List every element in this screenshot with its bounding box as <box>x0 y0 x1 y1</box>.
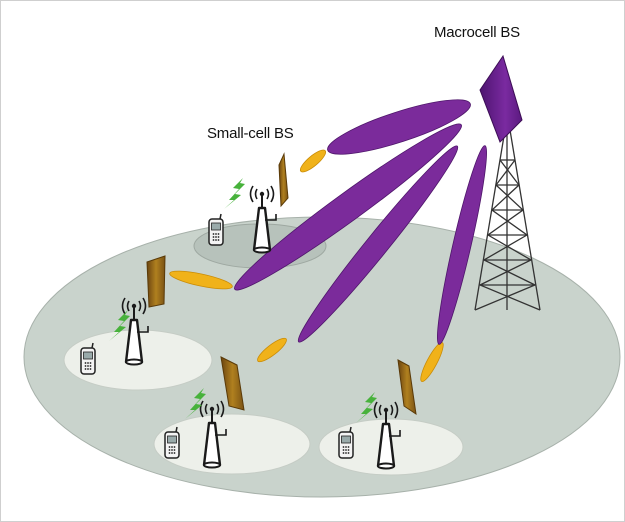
small-cell-beams <box>169 149 444 382</box>
small-cell-station <box>208 152 289 254</box>
mobile-phone-icon <box>80 342 96 375</box>
mobile-phone-icon <box>164 426 180 459</box>
mobile-phone-icon <box>338 426 354 459</box>
small-cell-station <box>338 359 417 470</box>
macrocell-beams <box>234 99 487 345</box>
macrocell-label: Macrocell BS <box>434 24 520 41</box>
wireless-link-icon <box>224 178 245 209</box>
mobile-phone-icon <box>208 213 224 246</box>
small-cell-coverage <box>153 413 311 475</box>
small-cell-label: Small-cell BS <box>207 125 294 142</box>
small-cell-station <box>164 356 245 469</box>
macrocell-antenna-panel <box>479 54 523 143</box>
small-cell-station <box>80 255 166 375</box>
macrocell-tower-icon <box>474 129 541 311</box>
